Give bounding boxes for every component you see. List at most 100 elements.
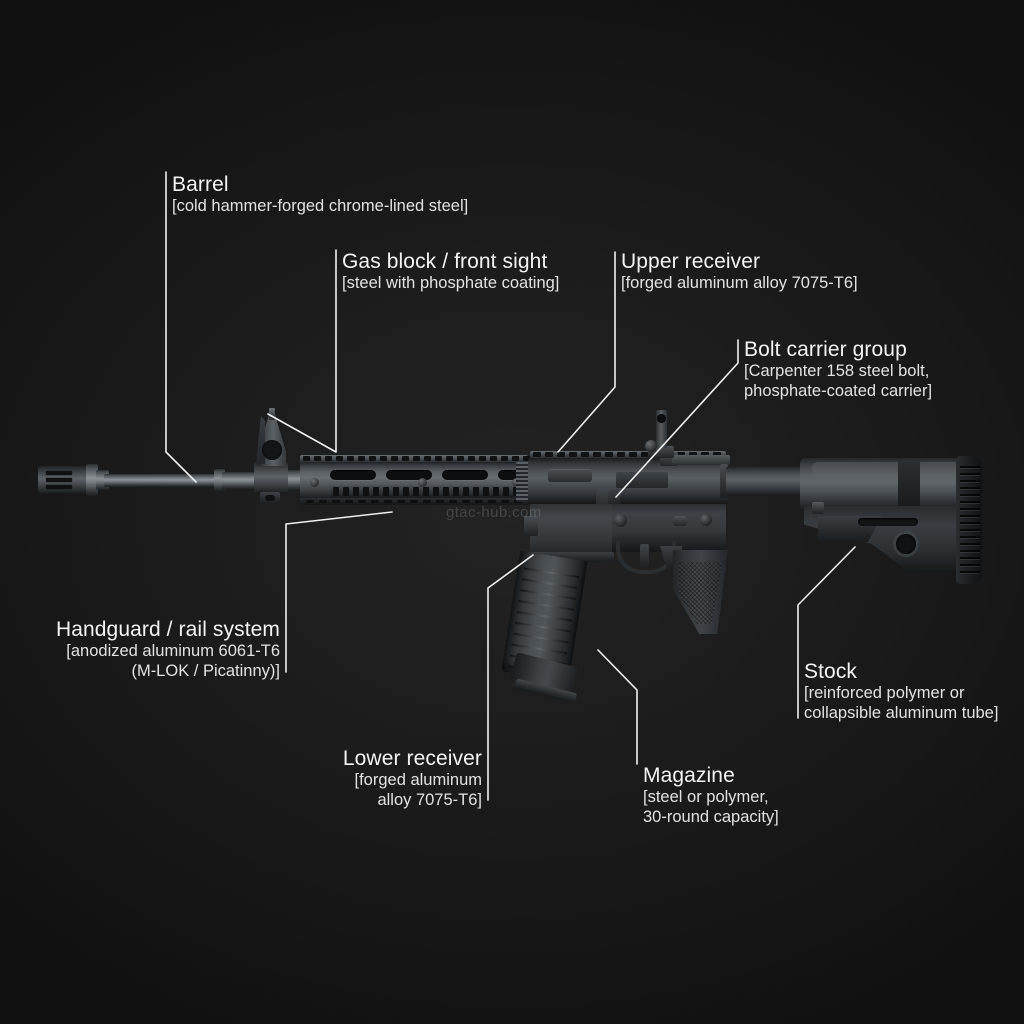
leader-line-stock xyxy=(797,546,856,719)
buttpad-rib xyxy=(960,564,980,566)
callout-spec: [Carpenter 158 steel bolt, phosphate-coa… xyxy=(744,362,933,400)
ejection-port xyxy=(616,472,668,488)
leader-line-handguard xyxy=(285,511,393,673)
picatinny-tooth xyxy=(336,456,343,461)
callout-stock: Stock [reinforced polymer or collapsible… xyxy=(804,659,998,723)
trigger xyxy=(640,544,649,568)
barrel-ring xyxy=(214,469,225,491)
lower-rail-tooth xyxy=(383,487,389,496)
flash-hider-slot xyxy=(46,478,72,482)
handguard-vent-slot xyxy=(475,500,483,503)
callout-magazine: Magazine [steel or polymer, 30-round cap… xyxy=(643,763,779,827)
picatinny-tooth xyxy=(358,456,365,461)
picatinny-tooth xyxy=(457,456,464,461)
leader-line-barrel xyxy=(165,171,197,483)
mlok-slot xyxy=(330,470,376,480)
leader-line-lower-receiver xyxy=(487,554,534,801)
buttpad-rib xyxy=(960,557,980,559)
picatinny-tooth xyxy=(490,456,497,461)
picatinny-tooth xyxy=(435,456,442,461)
handguard-vent-slot xyxy=(384,500,392,503)
handguard-vent-slot xyxy=(423,500,431,503)
picatinny-tooth xyxy=(557,452,565,457)
handguard-vent-slot xyxy=(501,500,509,503)
front-sight-post xyxy=(269,408,275,420)
picatinny-tooth xyxy=(314,456,321,461)
callout-bolt-carrier-group: Bolt carrier group [Carpenter 158 steel … xyxy=(744,337,932,401)
lower-rail-tooth xyxy=(373,487,379,496)
callout-spec: [forged aluminum alloy 7075-T6] xyxy=(621,274,858,292)
picatinny-tooth xyxy=(369,456,376,461)
callout-upper-receiver: Upper receiver [forged aluminum alloy 70… xyxy=(621,249,858,294)
callout-lower-receiver: Lower receiver [forged aluminum alloy 70… xyxy=(200,746,482,810)
buttpad-rib xyxy=(960,522,980,524)
callout-title: Barrel xyxy=(172,173,229,196)
lower-rail-tooth xyxy=(343,487,349,496)
barrel-profile-thin xyxy=(104,474,224,487)
picatinny-tooth xyxy=(533,452,541,457)
picatinny-tooth xyxy=(468,456,475,461)
gas-block-base xyxy=(254,462,288,494)
picatinny-tooth xyxy=(641,452,649,457)
picatinny-tooth xyxy=(347,456,354,461)
callout-title: Gas block / front sight xyxy=(342,250,548,273)
handguard-vent-slot xyxy=(306,500,314,503)
picatinny-tooth xyxy=(629,452,637,457)
buttpad-rib xyxy=(960,466,980,468)
lower-rail-tooth xyxy=(463,487,469,496)
callout-title: Upper receiver xyxy=(621,250,761,273)
buttpad-rib xyxy=(960,515,980,517)
sling-swivel-hole xyxy=(265,495,275,501)
callout-handguard: Handguard / rail system [anodized alumin… xyxy=(0,617,280,681)
forward-assist-plunger xyxy=(608,490,620,508)
callout-barrel: Barrel [cold hammer-forged chrome-lined … xyxy=(172,172,468,217)
callout-spec: [reinforced polymer or collapsible alumi… xyxy=(804,684,999,722)
rear-sight-leaf xyxy=(656,410,667,448)
buttpad-rib xyxy=(960,550,980,552)
lower-rail-tooth xyxy=(433,487,439,496)
lower-rail-tooth xyxy=(483,487,489,496)
buttpad-rib xyxy=(960,487,980,489)
lower-rail-tooth xyxy=(503,487,509,496)
gas-block-bore xyxy=(262,440,282,460)
callout-title: Bolt carrier group xyxy=(744,338,907,361)
callout-spec: [steel or polymer, 30-round capacity] xyxy=(643,788,779,826)
picatinny-tooth xyxy=(713,452,721,457)
lower-rail-tooth xyxy=(473,487,479,496)
handguard-vent-slot xyxy=(436,500,444,503)
leader-line-bolt-carrier-group xyxy=(615,339,739,498)
buttpad-rib xyxy=(960,508,980,510)
buttpad-rib xyxy=(960,494,980,496)
buttpad-rib xyxy=(960,536,980,538)
callout-title: Lower receiver xyxy=(342,747,482,770)
receiver-endplate xyxy=(720,464,728,498)
handguard-vent-slot xyxy=(332,500,340,503)
lower-rail-tooth xyxy=(453,487,459,496)
handguard-screw xyxy=(310,478,319,487)
safety-selector xyxy=(672,516,688,526)
magwell-flare xyxy=(528,552,614,562)
charging-handle xyxy=(672,455,730,465)
picatinny-tooth xyxy=(701,452,709,457)
picatinny-tooth xyxy=(446,456,453,461)
handguard-vent-slot xyxy=(397,500,405,503)
leader-line-gas-block xyxy=(267,249,337,453)
leader-line-magazine xyxy=(597,649,638,765)
flash-hider-slot xyxy=(46,485,72,489)
picatinny-tooth xyxy=(545,452,553,457)
buttpad-rib xyxy=(960,480,980,482)
stock-sling-mount xyxy=(896,534,916,554)
magazine-well xyxy=(530,504,612,560)
picatinny-tooth xyxy=(617,452,625,457)
callout-spec: [forged aluminum alloy 7075-T6] xyxy=(354,771,482,809)
front-sight-wing xyxy=(256,416,265,464)
lower-rail-tooth xyxy=(333,487,339,496)
mlok-slot xyxy=(498,470,520,480)
handguard-vent-slot xyxy=(358,500,366,503)
buttpad xyxy=(956,456,982,584)
buttpad-rib xyxy=(960,543,980,545)
picatinny-tooth xyxy=(523,456,530,461)
callout-spec: [anodized aluminum 6061-T6 (M-LOK / Pica… xyxy=(66,642,280,680)
